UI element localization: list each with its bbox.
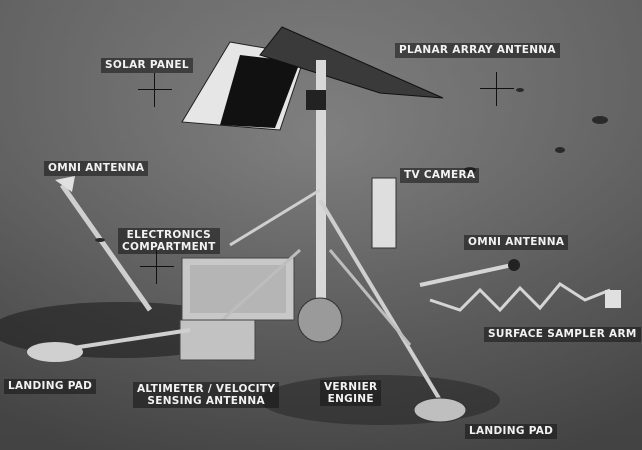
label-altimeter-antenna: ALTIMETER / VELOCITY SENSING ANTENNA [133, 382, 280, 408]
label-vernier-line2: ENGINE [327, 393, 374, 405]
label-electronics-compartment: ELECTRONICS COMPARTMENT [118, 228, 220, 254]
label-solar-panel: SOLAR PANEL [101, 58, 193, 73]
label-electronics-line1: ELECTRONICS [126, 229, 211, 241]
label-landing-pad-right: LANDING PAD [465, 424, 558, 439]
label-planar-array-antenna: PLANAR ARRAY ANTENNA [395, 43, 560, 58]
label-omni-antenna-right: OMNI ANTENNA [464, 235, 569, 250]
label-altimeter-line1: ALTIMETER / VELOCITY [137, 383, 276, 395]
planar-array-marker-icon [480, 72, 514, 106]
label-landing-pad-left: LANDING PAD [4, 379, 97, 394]
label-surface-sampler-arm: SURFACE SAMPLER ARM [484, 327, 641, 342]
solar-panel-marker-icon [138, 73, 172, 107]
label-electronics-line2: COMPARTMENT [122, 241, 216, 253]
label-vernier-line1: VERNIER [324, 381, 378, 393]
electronics-marker-icon [140, 250, 174, 284]
label-omni-antenna-left: OMNI ANTENNA [44, 161, 149, 176]
label-vernier-engine: VERNIER ENGINE [320, 380, 382, 406]
label-tv-camera: TV CAMERA [400, 168, 480, 183]
label-altimeter-line2: SENSING ANTENNA [147, 395, 265, 407]
